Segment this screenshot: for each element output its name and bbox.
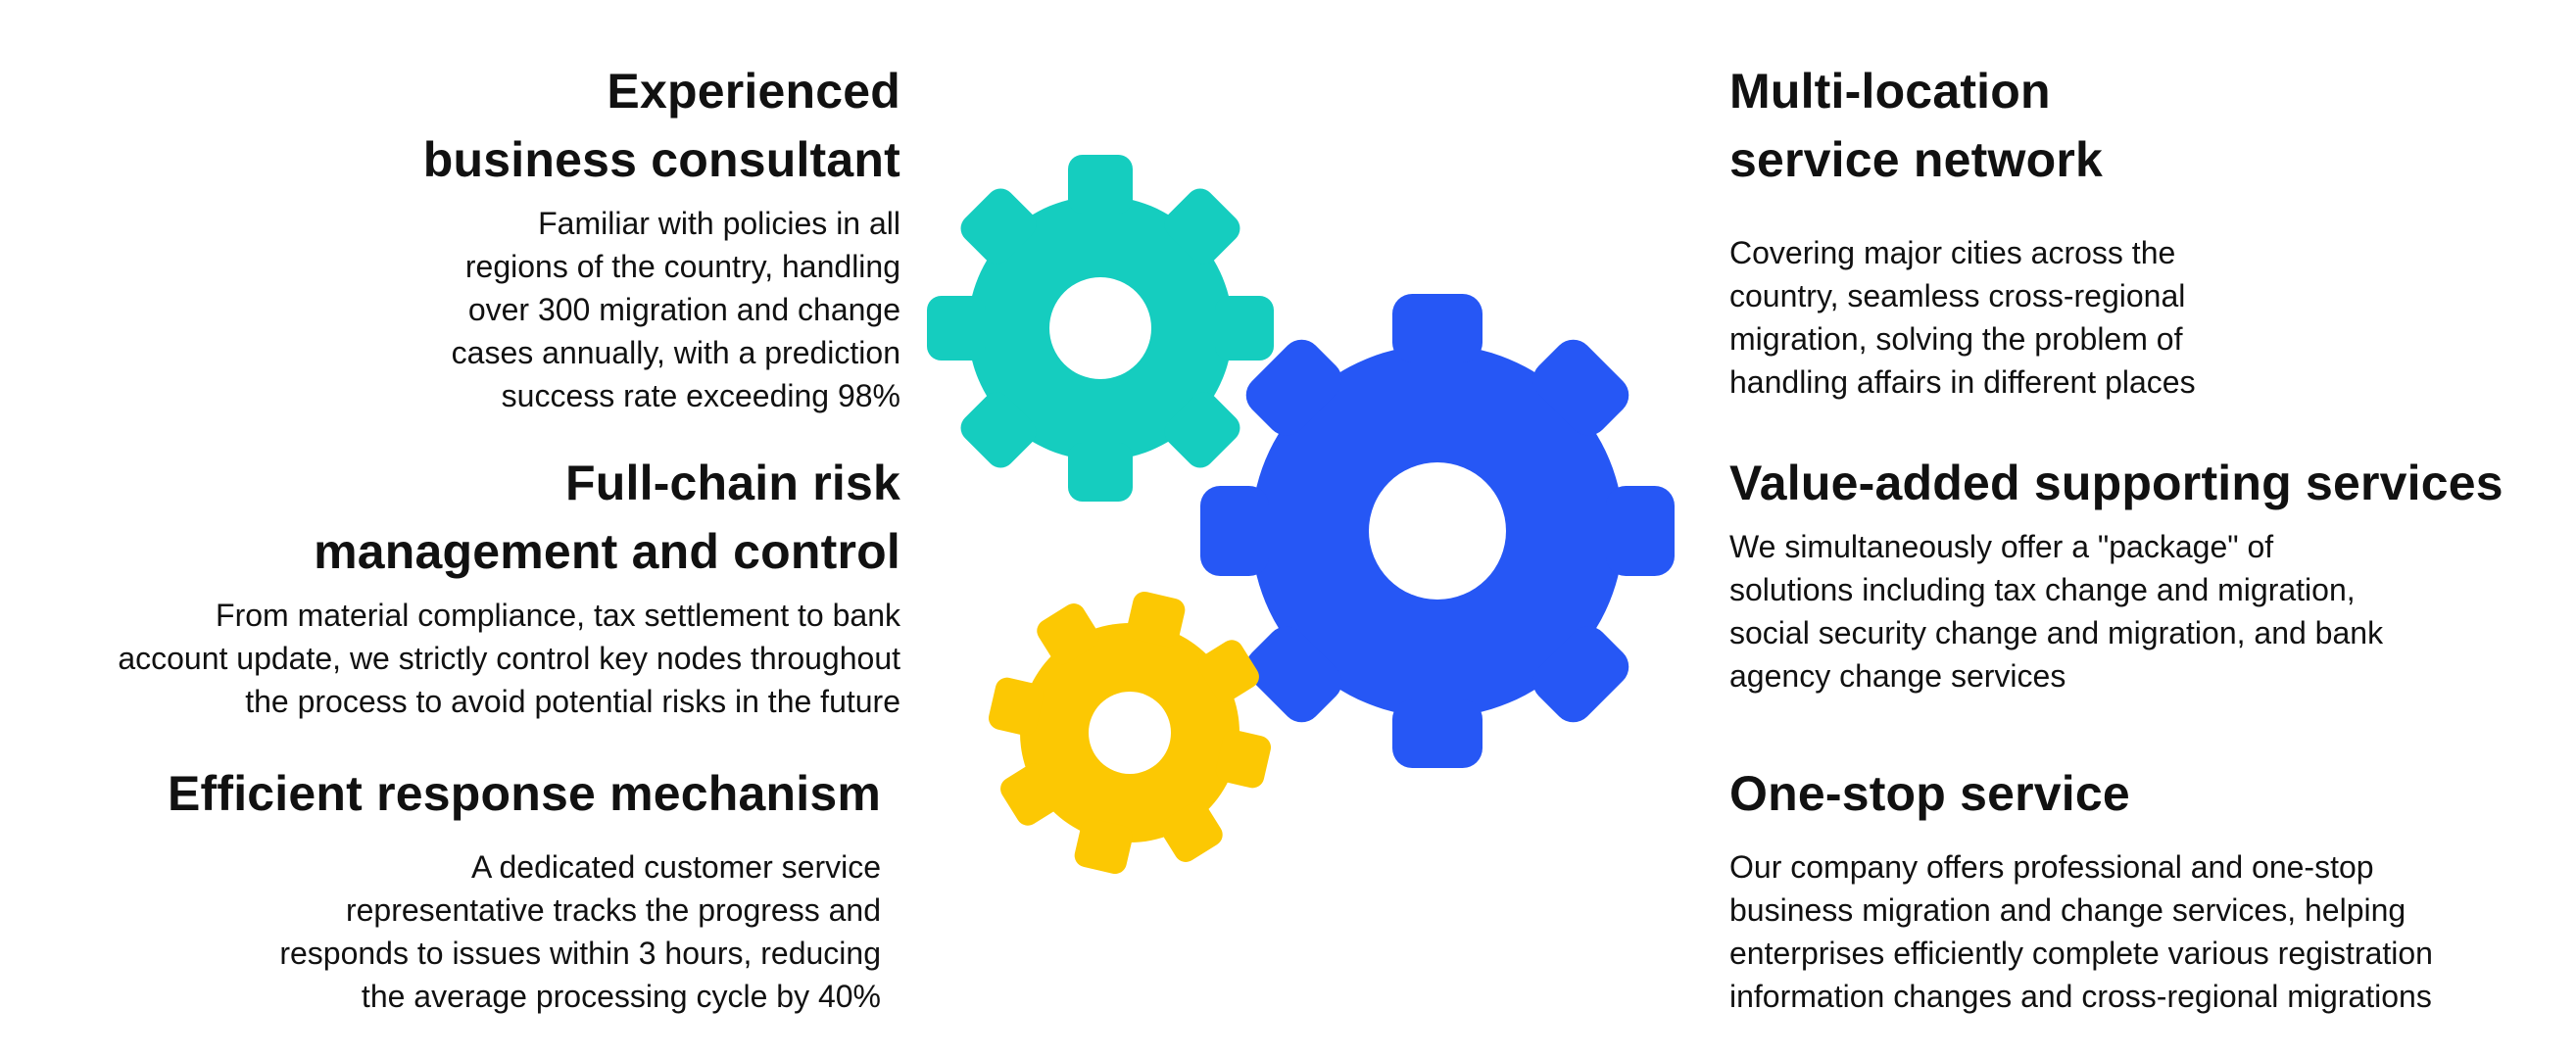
teal-gear-icon [927, 155, 1274, 502]
feature-description: Familiar with policies in all regions of… [451, 206, 900, 413]
feature-description: A dedicated customer service representat… [279, 849, 881, 1014]
feature-value-added-services: Value-added supporting services We simul… [1729, 449, 2562, 697]
feature-title: Efficient response mechanism [167, 766, 881, 821]
feature-title: One-stop service [1729, 766, 2130, 821]
feature-risk-management: Full-chain risk management and control F… [0, 449, 900, 723]
feature-title: Value-added supporting services [1729, 456, 2503, 510]
feature-title: Full-chain risk management and control [314, 456, 900, 579]
yellow-gear-icon [988, 591, 1272, 875]
feature-description: Covering major cities across the country… [1729, 235, 2196, 400]
feature-experienced-consultant: Experienced business consultant Familiar… [58, 57, 900, 417]
feature-description: From material compliance, tax settlement… [118, 598, 900, 719]
feature-title: Multi-location service network [1729, 64, 2103, 187]
feature-efficient-response: Efficient response mechanism A dedicated… [0, 759, 881, 1018]
feature-description: Our company offers professional and one-… [1729, 849, 2433, 1014]
feature-title: Experienced business consultant [422, 64, 900, 187]
feature-service-network: Multi-location service network Covering … [1729, 57, 2533, 404]
feature-description: We simultaneously offer a "package" of s… [1729, 529, 2384, 694]
blue-gear-icon [1200, 294, 1675, 768]
feature-one-stop-service: One-stop service Our company offers prof… [1729, 759, 2562, 1018]
